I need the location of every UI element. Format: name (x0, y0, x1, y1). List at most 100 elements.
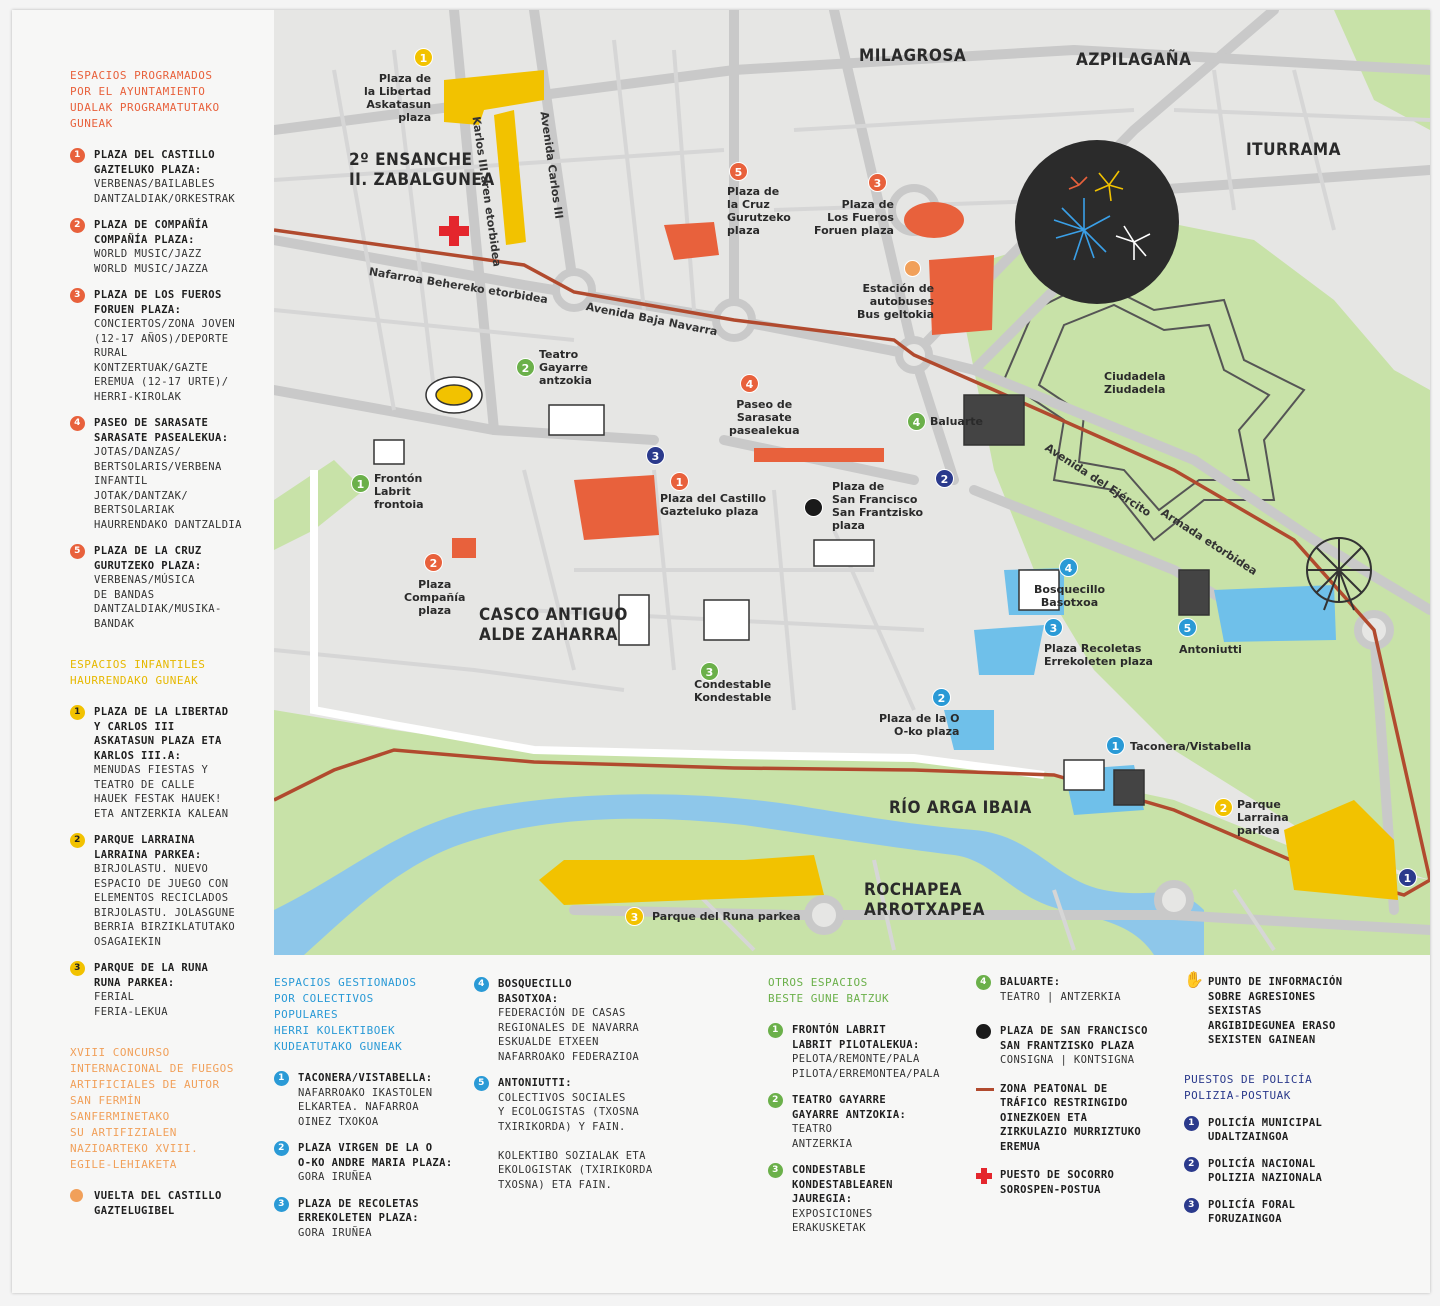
pin-programmed-4[interactable]: 4 (740, 374, 759, 393)
legend-entry-desc: EXPOSICIONES ERAKUSKETAK (792, 1207, 873, 1235)
legend-entry-title: PLAZA DE RECOLETAS ERREKOLETEN PLAZA: (298, 1197, 419, 1225)
peatonal-key: ZONA PEATONAL DE TRÁFICO RESTRINGIDO OIN… (976, 1082, 1176, 1155)
legend-entry: 1 TACONERA/VISTABELLA: NAFARROAKO IKASTOLE… (274, 1071, 474, 1129)
red-cross-icon (976, 1168, 992, 1184)
legend-entry: 1 PLAZA DE LA LIBERTAD Y CARLOS III ASKAT… (70, 705, 264, 821)
pin-others-4[interactable]: 4 (907, 412, 926, 431)
label-plaza-san-francisco: Plaza de San Francisco San Frantzisko pl… (832, 480, 924, 532)
info-label: PUNTO DE INFORMACIÓN SOBRE AGRESIONES SE… (1208, 976, 1343, 1046)
peatonal-line-icon (976, 1087, 994, 1091)
number-badge-icon: 4 (70, 416, 85, 431)
pin-collectives-5[interactable]: 5 (1178, 618, 1197, 637)
legend-entry-desc: MENUDAS FIESTAS Y TEATRO DE CALLE HAUEK … (94, 764, 229, 820)
legend-entry-desc: TEATRO ANTZERKIA (792, 1123, 853, 1150)
pin-children-2[interactable]: 2 (1214, 798, 1233, 817)
socorro-label: PUESTO DE SOCORRO SOROSPEN-POSTUA (1000, 1169, 1115, 1196)
pin-programmed-1[interactable]: 1 (670, 472, 689, 491)
collectives-heading: ESPACIOS GESTIONADOS POR COLECTIVOS POPU… (274, 976, 417, 1053)
san-francisco-title: PLAZA DE SAN FRANCISCO SAN FRANTZISKO PL… (1000, 1025, 1148, 1052)
legend-entry-title: PARQUE DE LA RUNA RUNA PARKEA: (94, 962, 209, 989)
legend-entry-desc: CONCIERTOS/ZONA JOVEN (12-17 AÑOS)/DEPOR… (94, 318, 236, 403)
pin-others-1[interactable]: 1 (351, 474, 370, 493)
legend-entry-title: TEATRO GAYARRE GAYARRE ANTZOKIA: (792, 1094, 907, 1121)
san-francisco-desc: CONSIGNA | KONTSIGNA (1000, 1054, 1135, 1066)
number-badge-icon: 4 (976, 975, 991, 990)
police-pin-nacional[interactable]: 2 (935, 469, 954, 488)
info-police-column: ✋ PUNTO DE INFORMACIÓN SOBRE AGRESIONES … (1184, 970, 1424, 1239)
others-heading: OTROS ESPACIOS BESTE GUNE BATZUK (768, 976, 890, 1005)
legend-entry-title: CONDESTABLE KONDESTABLEAREN JAUREGIA: (792, 1164, 893, 1205)
pin-others-2[interactable]: 2 (516, 358, 535, 377)
legend-entry-title: BALUARTE: (1000, 976, 1061, 988)
legend-entry-desc: NAFARROAKO IKASTOLEN ELKARTEA. NAFARROA … (298, 1086, 433, 1128)
collectives-column: ESPACIOS GESTIONADOS POR COLECTIVOS POPU… (274, 975, 474, 1252)
legend-entry: 2 POLICÍA NACIONAL POLIZIA NAZIONALA (1184, 1156, 1424, 1186)
pin-programmed-5[interactable]: 5 (729, 162, 748, 181)
fireworks-item-label: VUELTA DEL CASTILLO GAZTELUGIBEL (94, 1190, 222, 1217)
number-badge-icon: 3 (274, 1196, 289, 1212)
number-badge-icon: 1 (274, 1071, 289, 1086)
number-badge-icon: 3 (1184, 1197, 1199, 1213)
pin-collectives-2[interactable]: 2 (932, 688, 951, 707)
pin-collectives-1[interactable]: 1 (1106, 736, 1125, 755)
pin-others-3[interactable]: 3 (700, 662, 719, 681)
children-list: 1 PLAZA DE LA LIBERTAD Y CARLOS III ASKAT… (70, 705, 264, 1019)
pin-collectives-4[interactable]: 4 (1059, 558, 1078, 577)
police-pin-municipal[interactable]: 1 (1398, 868, 1417, 887)
police-heading: PUESTOS DE POLICÍA POLIZIA-POSTUAK (1184, 1072, 1313, 1102)
pin-programmed-2[interactable]: 2 (424, 553, 443, 572)
legend-entry-desc: FERIAL FERIA-LEKUA (94, 991, 168, 1018)
vuelta-castillo-dot[interactable] (904, 260, 921, 277)
label-baluarte: Baluarte (930, 415, 983, 428)
pin-programmed-3[interactable]: 3 (868, 173, 887, 192)
black-dot-icon (976, 1024, 991, 1039)
pin-children-3[interactable]: 3 (625, 907, 644, 926)
legend-entry-title: PLAZA DE LA LIBERTAD Y CARLOS III ASKATA… (94, 706, 229, 762)
police-pin-foral[interactable]: 3 (646, 446, 665, 465)
label-ciudadela: Ciudadela Ziudadela (1104, 370, 1166, 396)
label-bosquecillo: Bosquecillo Basotxoa (1034, 583, 1106, 609)
pin-collectives-3[interactable]: 3 (1044, 618, 1063, 637)
number-badge-icon: 2 (1184, 1156, 1199, 1172)
programmed-heading: ESPACIOS PROGRAMADOS POR EL AYUNTAMIENTO… (70, 69, 220, 130)
bottom-legend: ESPACIOS GESTIONADOS POR COLECTIVOS POPU… (274, 955, 1430, 1293)
label-plaza-recoletas: Plaza Recoletas Errekoleten plaza (1044, 642, 1153, 668)
info-key: ✋ PUNTO DE INFORMACIÓN SOBRE AGRESIONES … (1184, 970, 1424, 1048)
pin-children-1[interactable]: 1 (414, 48, 433, 67)
label-plaza-compania: Plaza Compañía plaza (404, 578, 466, 617)
number-badge-icon: 2 (70, 833, 85, 848)
legend-entry-desc: BIRJOLASTU. NUEVO ESPACIO DE JUEGO CON E… (94, 863, 236, 948)
district-ensanche: 2º ENSANCHE II. ZABALGUNEA (349, 150, 495, 190)
number-badge-icon: 2 (70, 218, 85, 233)
legend-entry-desc: GORA IRUÑEA (298, 1171, 372, 1183)
legend-entry-desc: FEDERACIÓN DE CASAS REGIONALES DE NAVARR… (498, 1007, 640, 1063)
pin-san-francisco[interactable] (804, 498, 823, 517)
district-iturrama: ITURRAMA (1246, 140, 1341, 160)
label-estacion-autobuses: Estación de autobuses Bus geltokia (857, 282, 935, 321)
number-badge-icon: 5 (70, 544, 85, 559)
legend-entry-title: POLICÍA NACIONAL POLIZIA NAZIONALA (1208, 1157, 1323, 1185)
festival-map[interactable]: MILAGROSA AZPILAGAÑA ITURRAMA 2º ENSANCH… (274, 10, 1430, 955)
legend-entry-title: FRONTÓN LABRIT LABRIT PILOTALEKUA: (792, 1024, 920, 1051)
collectives-list-a: 1 TACONERA/VISTABELLA: NAFARROAKO IKASTOLE… (274, 1071, 474, 1240)
number-badge-icon: 4 (474, 977, 489, 992)
label-parque-larraina: Parque Larraina parkea (1237, 798, 1289, 837)
legend-entry-title: TACONERA/VISTABELLA: (298, 1072, 433, 1084)
label-parque-runa: Parque del Runa parkea (652, 910, 801, 923)
hand-icon: ✋ (1184, 970, 1205, 989)
legend-entry-desc: JOTAS/DANZAS/ BERTSOLARIS/VERBENA INFANT… (94, 446, 242, 531)
number-badge-icon: 1 (70, 705, 85, 720)
